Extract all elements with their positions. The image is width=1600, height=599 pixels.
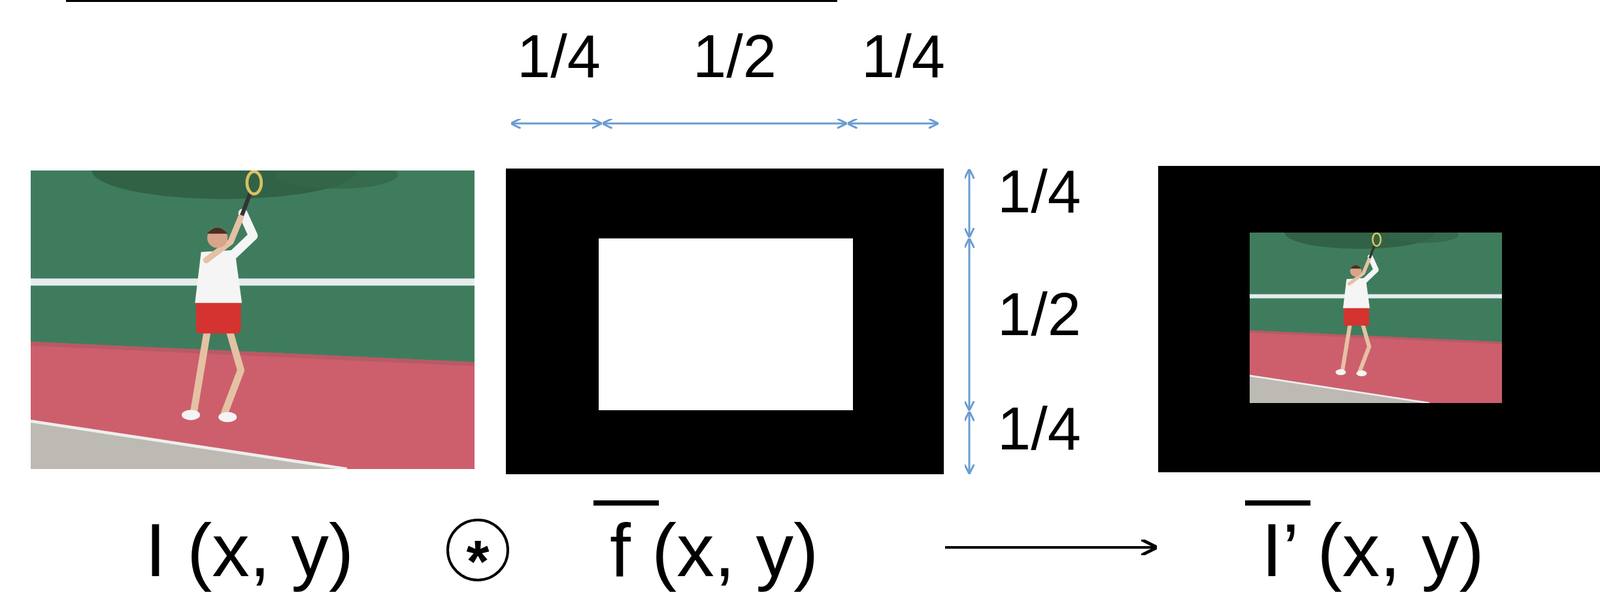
overline bbox=[593, 500, 659, 506]
title-rule bbox=[66, 0, 838, 2]
dimension-label: 1/4 bbox=[997, 161, 1082, 222]
dimension-label: 1/4 bbox=[861, 26, 946, 87]
dimension-label: 1/2 bbox=[692, 26, 777, 87]
input-photo bbox=[30, 141, 475, 470]
output-photo bbox=[1249, 216, 1502, 404]
result-arrow bbox=[945, 546, 1156, 550]
dimension-label: 1/4 bbox=[997, 398, 1082, 459]
dimension-label: 1/4 bbox=[516, 26, 601, 87]
operator-symbol: * bbox=[466, 532, 489, 592]
formula-label: I’ (x, y) bbox=[1261, 513, 1485, 589]
formula-label: I (x, y) bbox=[145, 513, 354, 589]
overlines bbox=[593, 503, 1311, 504]
output-border bbox=[1158, 166, 1600, 473]
mask-window bbox=[598, 238, 853, 411]
dimension-arrows bbox=[511, 123, 970, 474]
formula-label: f (x, y) bbox=[609, 513, 819, 589]
operator-circle: * bbox=[446, 518, 510, 582]
mask-border bbox=[505, 168, 944, 475]
overline bbox=[1245, 500, 1311, 506]
dimension-label: 1/2 bbox=[997, 284, 1082, 345]
